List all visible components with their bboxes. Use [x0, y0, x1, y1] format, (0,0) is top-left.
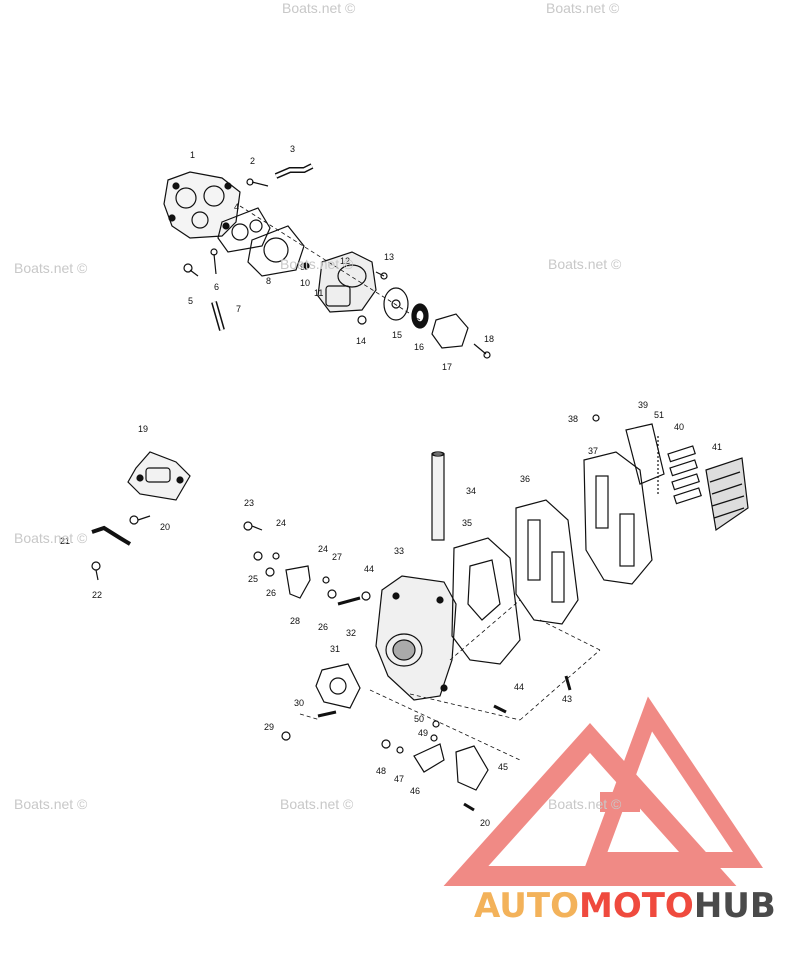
watermark: Boats.net © — [280, 256, 354, 272]
watermark: Boats.net © — [548, 256, 622, 272]
watermark: Boats.net © — [548, 796, 622, 812]
callout-40: 40 — [674, 422, 684, 432]
callout-35: 35 — [462, 518, 472, 528]
callout-20: 20 — [480, 818, 490, 828]
watermark: Boats.net © — [14, 530, 88, 546]
callout-41: 41 — [712, 442, 722, 452]
callout-38: 38 — [568, 414, 578, 424]
callout-3: 3 — [290, 144, 295, 154]
callout-51: 51 — [654, 410, 664, 420]
callout-19: 19 — [138, 424, 148, 434]
callout-9: 9 — [300, 262, 305, 272]
callout-23: 23 — [244, 498, 254, 508]
callout-17: 17 — [442, 362, 452, 372]
callout-33: 33 — [394, 546, 404, 556]
callout-1: 1 — [190, 150, 195, 160]
bracket-assembly — [91, 451, 191, 581]
callout-27: 27 — [332, 552, 342, 562]
callout-8: 8 — [266, 276, 271, 286]
callout-10: 10 — [300, 278, 310, 288]
callout-15: 15 — [392, 330, 402, 340]
watermark: Boats.net © — [546, 0, 620, 16]
callout-24: 24 — [318, 544, 328, 554]
brand-hub: HUB — [693, 886, 776, 926]
callout-44: 44 — [514, 682, 524, 692]
callout-39: 39 — [638, 400, 648, 410]
callout-20: 20 — [160, 522, 170, 532]
brand-auto: AUTO — [474, 886, 579, 926]
callout-25: 25 — [248, 574, 258, 584]
callout-26: 26 — [266, 588, 276, 598]
callout-11: 11 — [314, 288, 323, 298]
callout-30: 30 — [294, 698, 304, 708]
callout-5: 5 — [188, 296, 193, 306]
callout-44: 44 — [364, 564, 374, 574]
carburetor-assembly — [163, 163, 491, 359]
callout-4: 4 — [234, 202, 239, 212]
callout-16: 16 — [414, 342, 424, 352]
watermark: Boats.net © — [282, 0, 356, 16]
callout-32: 32 — [346, 628, 356, 638]
callout-21: 21 — [60, 536, 70, 546]
callout-48: 48 — [376, 766, 386, 776]
callout-37: 37 — [588, 446, 598, 456]
callout-6: 6 — [214, 282, 219, 292]
callout-2: 2 — [250, 156, 255, 166]
callout-22: 22 — [92, 590, 102, 600]
intake-manifold-assembly — [243, 414, 749, 812]
brand-moto: MOTO — [578, 886, 694, 926]
callout-49: 49 — [418, 728, 428, 738]
callout-50: 50 — [414, 714, 424, 724]
callout-34: 34 — [466, 486, 476, 496]
callout-12: 12 — [340, 256, 350, 266]
callout-29: 29 — [264, 722, 274, 732]
callout-45: 45 — [498, 762, 508, 772]
callout-46: 46 — [410, 786, 420, 796]
watermark: Boats.net © — [14, 796, 88, 812]
callout-31: 31 — [330, 644, 340, 654]
callout-18: 18 — [484, 334, 494, 344]
callout-26: 26 — [318, 622, 328, 632]
callout-47: 47 — [394, 774, 404, 784]
callout-14: 14 — [356, 336, 366, 346]
automotohub-logo-icon — [443, 696, 764, 886]
callout-24: 24 — [276, 518, 286, 528]
watermark: Boats.net © — [14, 260, 88, 276]
callout-43: 43 — [562, 694, 572, 704]
watermark: Boats.net © — [280, 796, 354, 812]
callout-36: 36 — [520, 474, 530, 484]
brand-wordmark: AUTOMOTOHUB — [474, 886, 776, 926]
callout-7: 7 — [236, 304, 241, 314]
callout-28: 28 — [290, 616, 300, 626]
callout-13: 13 — [384, 252, 394, 262]
